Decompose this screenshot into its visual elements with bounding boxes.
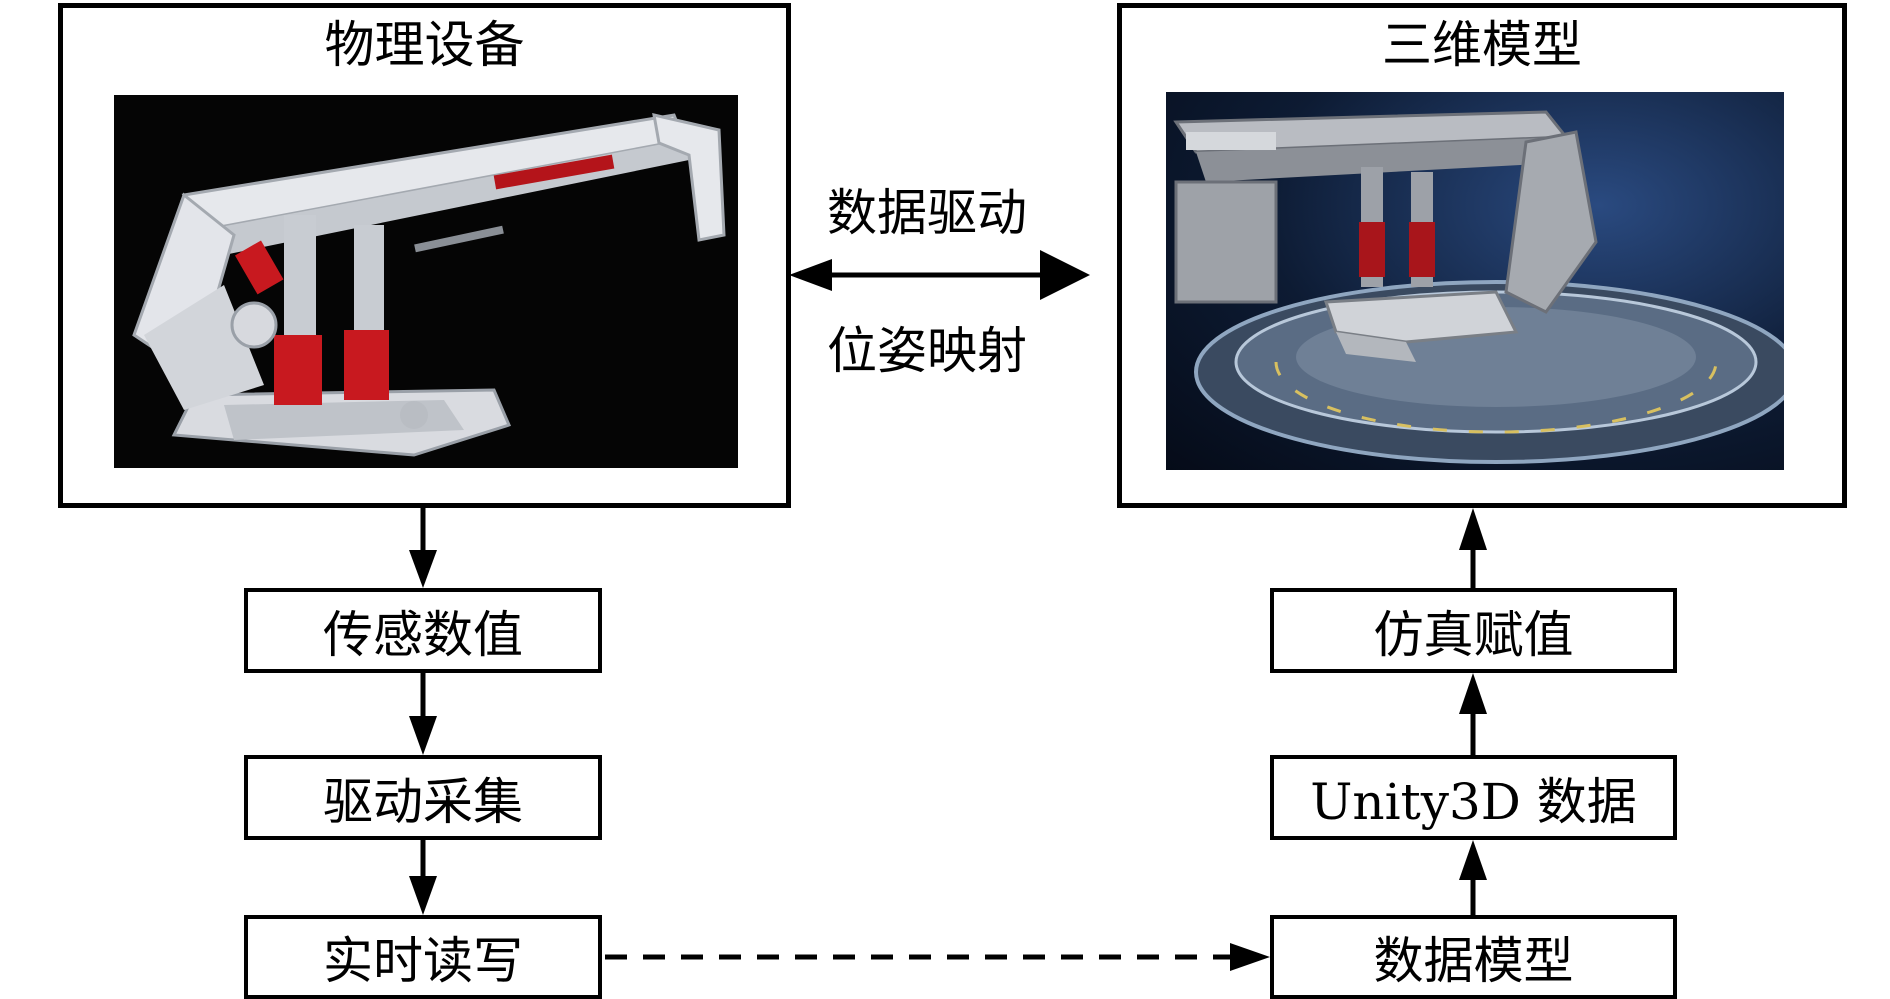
arrow-datamodel-to-unity-head (1459, 840, 1487, 880)
data-model-box: 数据模型 (1270, 915, 1677, 999)
machine-illustration-icon (132, 113, 726, 457)
dashed-arrow-head (1230, 943, 1270, 971)
simulation-assignment-box: 仿真赋值 (1270, 588, 1677, 673)
driver-acquisition-box: 驱动采集 (244, 755, 602, 840)
hydraulic-support-machine-photo (114, 95, 738, 468)
render-illustration-icon (1173, 110, 1784, 464)
physical-device-panel: 物理设备 (58, 3, 791, 508)
arrow-acquisition-to-readwrite-head (409, 876, 437, 915)
data-driven-label: 数据驱动 (827, 184, 1027, 242)
3d-model-panel: 三维模型 (1117, 3, 1847, 508)
pose-mapping-label: 位姿映射 (827, 322, 1027, 380)
arrow-physical-to-sensor-head (409, 550, 437, 588)
unity3d-data-box: Unity3D 数据 (1270, 755, 1677, 840)
hydraulic-support-3d-render (1166, 92, 1784, 470)
arrow-sensor-to-acquisition-head (409, 716, 437, 755)
arrow-unity-to-simulation-head (1459, 673, 1487, 714)
sensor-values-box: 传感数值 (244, 588, 602, 673)
arrow-simulation-to-3dmodel-head (1459, 508, 1487, 550)
3d-model-title: 三维模型 (1382, 16, 1582, 74)
realtime-read-write-box: 实时读写 (244, 915, 602, 999)
bidirectional-arrow-left-head (789, 259, 832, 291)
physical-device-title: 物理设备 (324, 16, 525, 74)
